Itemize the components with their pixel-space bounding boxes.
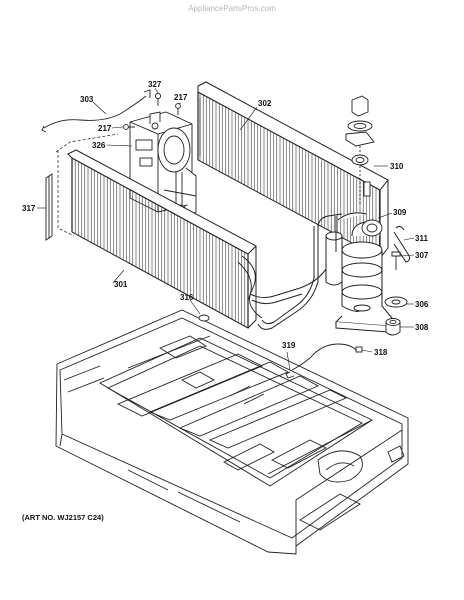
thermistor-wire	[41, 89, 151, 133]
screw-327	[154, 92, 162, 106]
drain-plug	[198, 314, 210, 322]
exploded-terminal-stack	[345, 95, 375, 206]
callout-301: 301	[114, 280, 128, 289]
callout-307: 307	[415, 251, 429, 260]
leader-lines	[37, 87, 415, 371]
callout-317: 317	[22, 204, 36, 213]
side-bracket	[45, 173, 53, 241]
bolt	[391, 251, 401, 270]
callout-labels: 303 327 217 302 217 326 310 317 309 311 …	[22, 80, 429, 357]
grommet	[384, 296, 408, 308]
compressor	[325, 212, 393, 333]
callout-310: 310	[390, 162, 404, 171]
callout-318: 318	[374, 348, 388, 357]
callout-308: 308	[415, 323, 429, 332]
evaporator-coil	[67, 149, 263, 329]
callout-309: 309	[393, 208, 407, 217]
callout-326: 326	[92, 141, 106, 150]
base-pan	[55, 309, 409, 555]
callout-319: 319	[282, 341, 296, 350]
capillary-tube	[393, 225, 411, 263]
wire-harness	[285, 343, 363, 379]
screw-217-top	[175, 103, 181, 115]
callout-302: 302	[258, 99, 272, 108]
dashed-group-outline	[55, 133, 119, 237]
callout-217-left: 217	[98, 124, 112, 133]
callout-306: 306	[415, 300, 429, 309]
fan-motor-assembly	[129, 111, 197, 217]
callout-311: 311	[415, 234, 428, 243]
screw-217-left	[123, 124, 135, 130]
overload-protector	[361, 219, 383, 237]
callout-327: 327	[148, 80, 162, 89]
condenser-coil	[197, 81, 389, 259]
bushing	[385, 318, 401, 336]
art-number: (ART NO. WJ2157 C24)	[22, 513, 104, 522]
callout-217-top: 217	[174, 93, 188, 102]
watermark: AppliancePartsPros.com	[188, 4, 276, 13]
callout-303: 303	[80, 95, 94, 104]
callout-316: 316	[180, 293, 194, 302]
refrigerant-tubing	[249, 213, 343, 330]
